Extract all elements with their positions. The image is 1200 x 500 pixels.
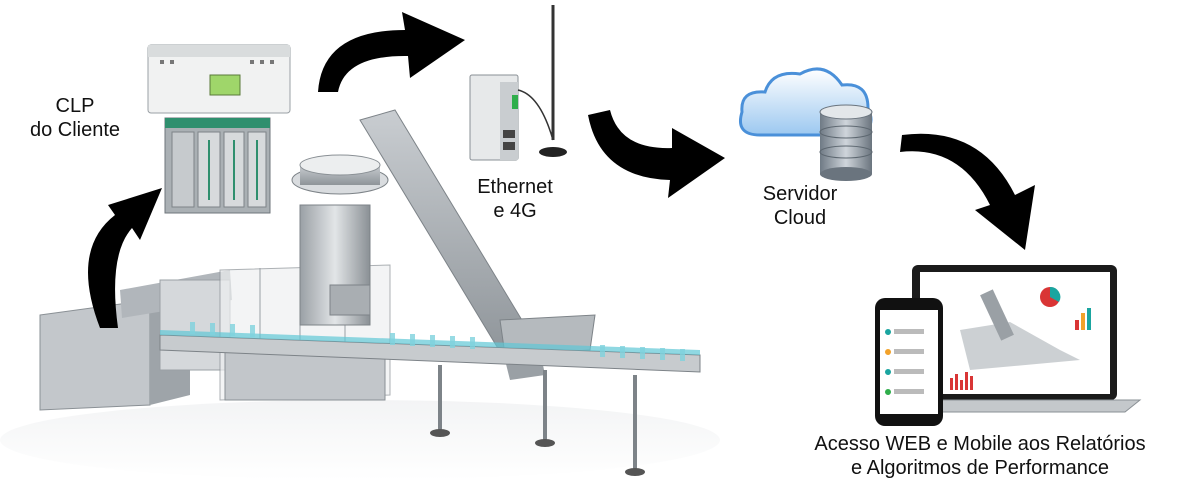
gateway-label-line1: Ethernet: [477, 176, 553, 198]
access-label: Acesso WEB e Mobile aos Relatórios e Alg…: [770, 432, 1190, 480]
gateway-label: Ethernet e 4G: [455, 175, 575, 223]
cloud-label-line2: Cloud: [773, 207, 827, 229]
plc-label-line1: CLP: [55, 95, 95, 117]
cloud-label: Servidor Cloud: [740, 182, 860, 230]
arrow-plc-to-gateway: [318, 12, 465, 92]
bottling-machine-image: [39, 109, 701, 476]
arrow-cloud-to-devices: [900, 133, 1035, 250]
gateway-image: [469, 5, 567, 161]
plc-label: CLP do Cliente: [20, 94, 130, 142]
cloud-server-image: [739, 67, 873, 181]
arrow-machine-to-plc: [88, 188, 162, 328]
devices-image: [875, 265, 1142, 426]
cloud-label-line1: Servidor: [762, 183, 838, 205]
plc-image: [147, 44, 291, 214]
access-label-line1: Acesso WEB e Mobile aos Relatórios: [814, 433, 1146, 455]
gateway-label-line2: e 4G: [493, 200, 537, 222]
floor-shadow: [0, 400, 720, 480]
access-label-line2: e Algoritmos de Performance: [851, 457, 1109, 479]
flow-arrows: [88, 12, 1035, 328]
plc-label-line2: do Cliente: [29, 119, 121, 141]
arrow-gateway-to-cloud: [588, 110, 725, 198]
database-icon: [819, 104, 873, 181]
